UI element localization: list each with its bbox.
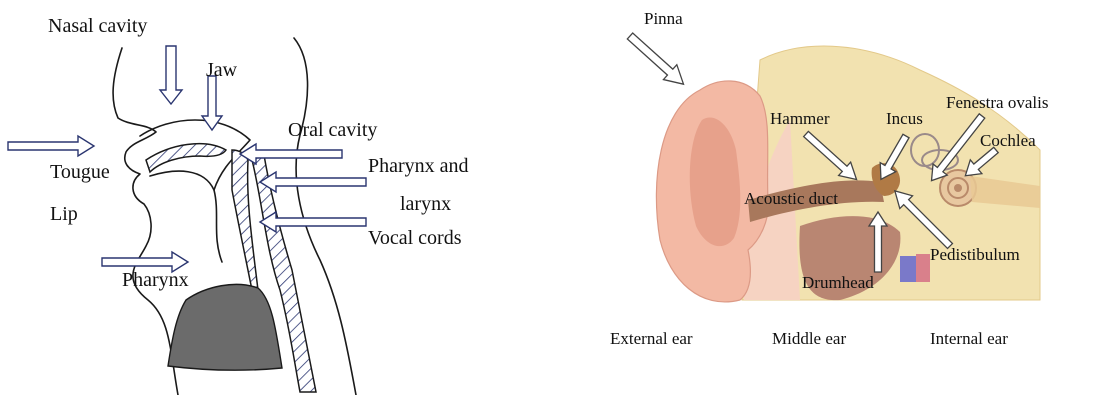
label-pharynx: Pharynx: [122, 269, 189, 291]
pharynx-larynx-arrow: [260, 172, 366, 192]
label-hammer: Hammer: [770, 109, 830, 128]
label-incus: Incus: [886, 109, 923, 128]
eustachian-tube-blue: [900, 256, 916, 282]
label-larynx: larynx: [400, 193, 451, 215]
label-oral-cavity: Oral cavity: [288, 119, 377, 141]
label-nasal-cavity: Nasal cavity: [48, 15, 147, 37]
label-vocal-cords: Vocal cords: [368, 227, 462, 249]
label-jaw: Jaw: [206, 59, 238, 81]
label-tongue: Tougue: [50, 161, 110, 183]
ear-diagram: Pinna Hammer Incus Fenestra ovalis Cochl…: [610, 9, 1048, 348]
eustachian-tube-red: [916, 254, 930, 282]
label-pinna: Pinna: [644, 9, 683, 28]
label-acoustic-duct: Acoustic duct: [744, 189, 838, 208]
jaw-arrow: [202, 76, 222, 130]
label-drumhead: Drumhead: [802, 273, 874, 292]
nasal-cavity-arrow: [160, 46, 182, 104]
label-pedistibulum: Pedistibulum: [930, 245, 1020, 264]
tongue-shape: [146, 144, 226, 172]
lung-shape: [168, 284, 282, 370]
tongue-arrow: [8, 136, 94, 156]
pinna-arrow: [623, 29, 690, 92]
label-external-ear: External ear: [610, 329, 693, 348]
label-fenestra-ovalis: Fenestra ovalis: [946, 93, 1048, 112]
label-middle-ear: Middle ear: [772, 329, 846, 348]
oral-cavity-arrow: [240, 144, 342, 164]
label-pharynx-and: Pharynx and: [368, 155, 469, 177]
label-lip: Lip: [50, 203, 78, 225]
vocal-tract-diagram: Nasal cavity Jaw Oral cavity Tougue Lip …: [8, 15, 469, 395]
label-cochlea: Cochlea: [980, 131, 1036, 150]
jaw-outline: [150, 171, 222, 262]
vocal-cords-arrow: [260, 212, 366, 232]
label-internal-ear: Internal ear: [930, 329, 1008, 348]
